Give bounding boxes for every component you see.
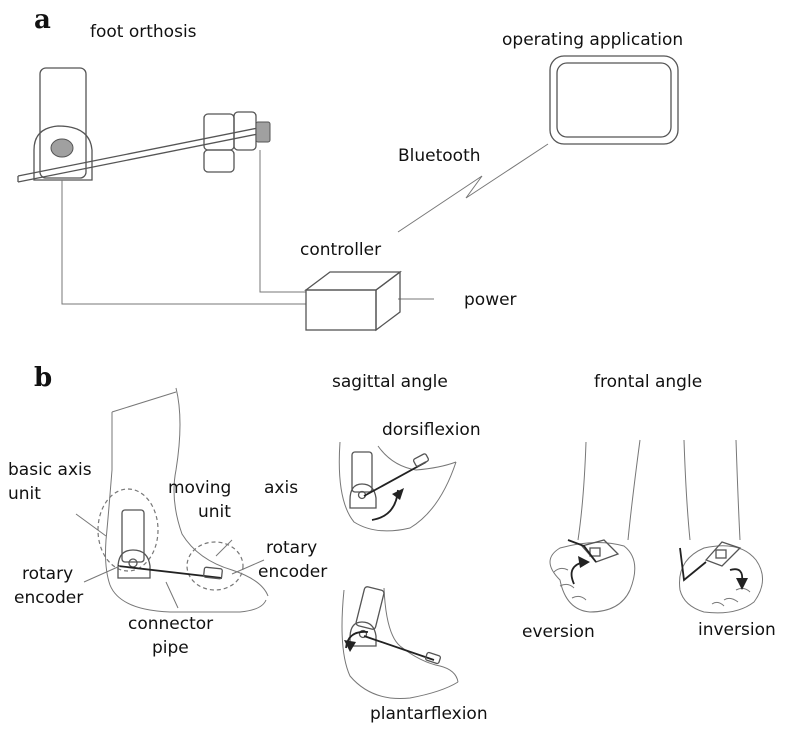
plantarflexion-foot-drawing xyxy=(341,586,459,700)
basic-axis-unit-drawing xyxy=(33,67,93,181)
basic-axis-unit-label-line2: unit xyxy=(8,484,41,504)
main-foot-drawing xyxy=(97,387,269,613)
controller-box-drawing xyxy=(304,270,402,332)
dorsiflexion-label: dorsiflexion xyxy=(382,420,481,440)
eversion-label: eversion xyxy=(522,622,595,642)
rotary-encoder-right-label-line1: rotary xyxy=(266,538,318,558)
bluetooth-label: Bluetooth xyxy=(398,146,481,166)
basic-axis-unit-label-line1: basic axis xyxy=(8,460,92,480)
tablet-device-drawing xyxy=(549,55,679,145)
eversion-foot-drawing xyxy=(549,439,641,613)
bluetooth-signal-line xyxy=(397,143,549,233)
rotary-encoder-left-label-line1: rotary xyxy=(22,564,74,584)
dorsiflexion-foot-drawing xyxy=(338,441,457,532)
frontal-angle-label: frontal angle xyxy=(594,372,703,392)
moving-axis-unit-label-unit: unit xyxy=(198,502,231,522)
inversion-foot-drawing xyxy=(679,439,763,614)
rotary-encoder-left-label-line2: encoder xyxy=(14,588,84,608)
connector-pipe-label-line2: pipe xyxy=(152,638,189,658)
power-label: power xyxy=(464,290,517,310)
moving-axis-unit-label-moving: moving xyxy=(168,478,232,498)
connector-pipe-label-line1: connector xyxy=(128,614,214,634)
panel-b-letter: b xyxy=(34,363,53,393)
plantarflexion-label: plantarflexion xyxy=(370,704,488,724)
connector-pipe-drawing xyxy=(17,127,259,183)
moving-axis-unit-label-axis: axis xyxy=(264,478,299,498)
foot-orthosis-label: foot orthosis xyxy=(90,22,197,42)
sagittal-angle-label: sagittal angle xyxy=(332,372,448,392)
controller-label: controller xyxy=(300,240,382,260)
rotary-encoder-right-label-line2: encoder xyxy=(258,562,328,582)
operating-application-label: operating application xyxy=(502,30,684,50)
panel-a-letter: a xyxy=(34,5,51,35)
inversion-label: inversion xyxy=(698,620,776,640)
moving-axis-unit-drawing xyxy=(203,111,271,173)
